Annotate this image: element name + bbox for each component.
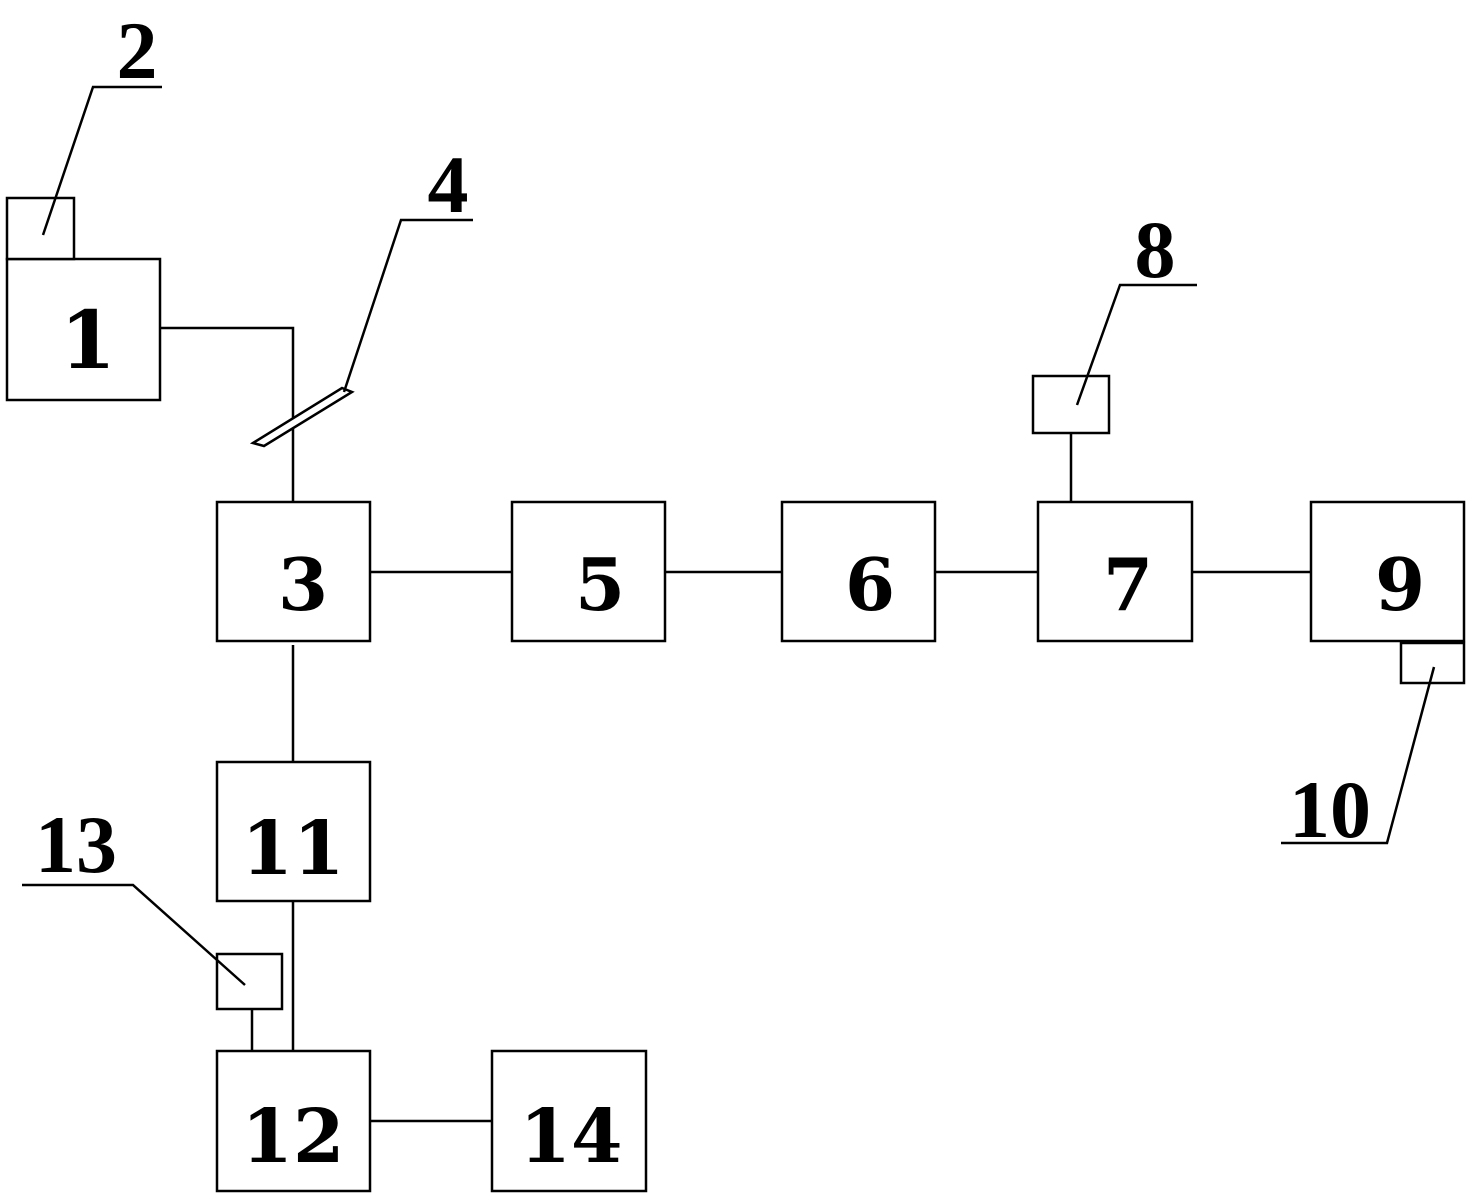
small-box-2 [5, 196, 76, 261]
block-7-label: 7 [1103, 542, 1153, 627]
leader-10 [1281, 666, 1436, 845]
block-7: 7 [1036, 500, 1194, 643]
small-box-13 [215, 952, 284, 1011]
block-3: 3 [215, 500, 372, 643]
block-14-label: 14 [520, 1094, 623, 1180]
callout-4: 4 [428, 139, 469, 230]
callout-13: 13 [35, 799, 117, 890]
inclined-plate-4 [249, 386, 355, 448]
block-5-label: 5 [575, 542, 625, 627]
block-9-label: 9 [1375, 542, 1425, 627]
callout-10: 10 [1289, 764, 1371, 855]
block-12-label: 12 [242, 1094, 345, 1180]
callout-2: 2 [117, 5, 158, 96]
block-1-label: 1 [60, 293, 116, 387]
block-11: 11 [215, 760, 372, 903]
block-1: 1 [5, 257, 162, 402]
block-3-label: 3 [278, 542, 328, 627]
wire-1-to-3 [160, 326, 295, 502]
callout-leaders [22, 85, 1436, 986]
leader-4 [342, 218, 473, 393]
block-6: 6 [780, 500, 937, 643]
block-14: 14 [490, 1049, 648, 1193]
callout-8: 8 [1135, 204, 1176, 295]
block-12: 12 [215, 1049, 372, 1193]
small-box-8 [1031, 374, 1111, 435]
leader-13 [22, 883, 246, 986]
leader-2 [41, 85, 162, 236]
block-5: 5 [510, 500, 667, 643]
block-9: 9 [1309, 500, 1466, 643]
block-11-label: 11 [242, 806, 345, 892]
block-6-label: 6 [845, 542, 895, 627]
leader-8 [1075, 283, 1197, 406]
connections [160, 326, 1311, 1123]
